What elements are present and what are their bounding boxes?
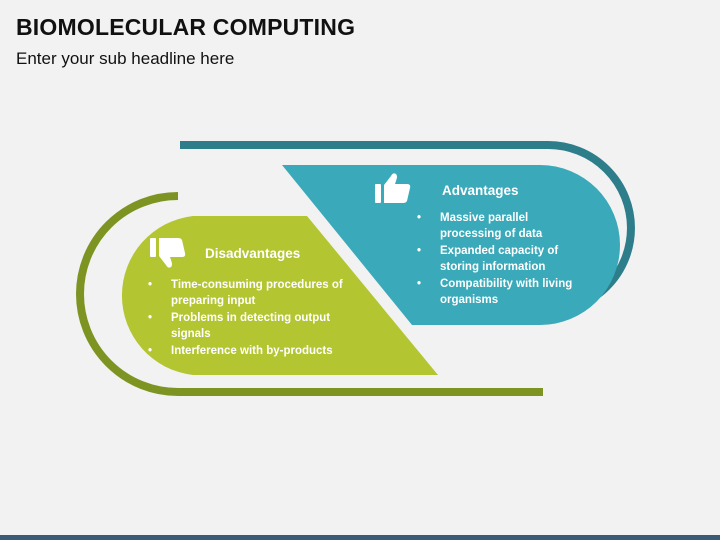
page-title: BIOMOLECULAR COMPUTING: [16, 14, 356, 40]
disadvantages-heading: Disadvantages: [205, 246, 301, 261]
disadvantages-outer-arc: [76, 192, 543, 396]
disadvantages-list: Time-consuming procedures of preparing i…: [147, 277, 352, 360]
advantages-block: Advantages: [442, 183, 519, 198]
list-item: Interference with by-products: [147, 343, 352, 359]
list-item: Time-consuming procedures of preparing i…: [147, 277, 352, 309]
list-item: Expanded capacity of storing information: [416, 243, 586, 275]
page-subtitle: Enter your sub headline here: [16, 49, 235, 68]
advantages-heading: Advantages: [442, 183, 519, 198]
list-item: Massive parallel processing of data: [416, 210, 586, 242]
thumbs-down-icon: [150, 238, 186, 268]
disadvantages-block: Disadvantages: [205, 246, 300, 261]
list-item: Problems in detecting output signals: [147, 310, 352, 342]
thumbs-up-icon: [375, 173, 411, 203]
footer-bar: [0, 535, 720, 540]
list-item: Compatibility with living organisms: [416, 276, 586, 308]
advantages-list: Massive parallel processing of data Expa…: [416, 210, 586, 309]
